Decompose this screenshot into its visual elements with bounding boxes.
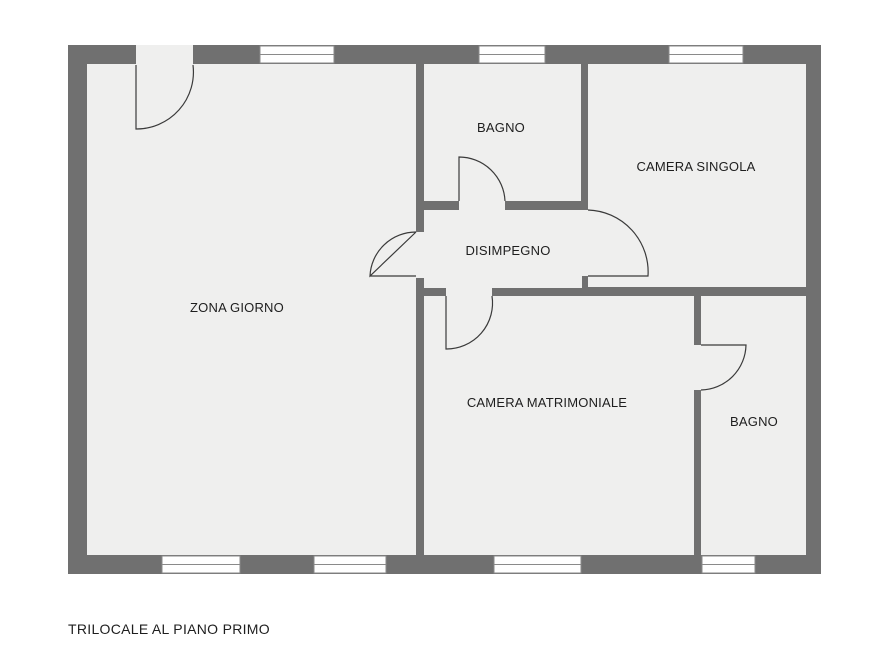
label-bagno-right: BAGNO [730, 414, 778, 429]
plan-caption: TRILOCALE AL PIANO PRIMO [68, 621, 270, 637]
doors [135, 64, 747, 391]
door-bagno-top [458, 156, 506, 202]
window-center-lines [162, 54, 755, 565]
label-bagno-top: BAGNO [477, 120, 525, 135]
door-openings [136, 45, 703, 390]
opening-bagno-disimpegno [459, 199, 505, 212]
floor-camera-singola [588, 64, 806, 287]
opening-matrimoniale-bagno [692, 345, 703, 390]
floor-camera-matrimoniale [424, 296, 694, 555]
opening-disimpegno-singola [580, 210, 590, 276]
floor-areas [87, 64, 806, 555]
opening-zona-disimpegno [414, 232, 426, 278]
floor-bagno-right [701, 296, 806, 555]
door-camera-matrimoniale [445, 295, 494, 350]
label-camera-matrimoniale: CAMERA MATRIMONIALE [467, 395, 627, 410]
label-disimpegno: DISIMPEGNO [465, 243, 550, 258]
opening-entrance [136, 45, 193, 65]
door-entrance [135, 64, 195, 130]
door-camera-singola [587, 209, 649, 277]
label-camera-singola: CAMERA SINGOLA [636, 159, 755, 174]
opening-disimpegno-matrimoniale [446, 286, 492, 298]
floor-zona-giorno [87, 64, 416, 555]
door-bagno-right [700, 344, 747, 391]
floor-disimpegno [424, 210, 582, 288]
windows [161, 45, 756, 574]
label-zona-giorno: ZONA GIORNO [190, 300, 284, 315]
floor-bagno-top [424, 64, 581, 201]
door-zona-disimpegno [369, 231, 417, 278]
